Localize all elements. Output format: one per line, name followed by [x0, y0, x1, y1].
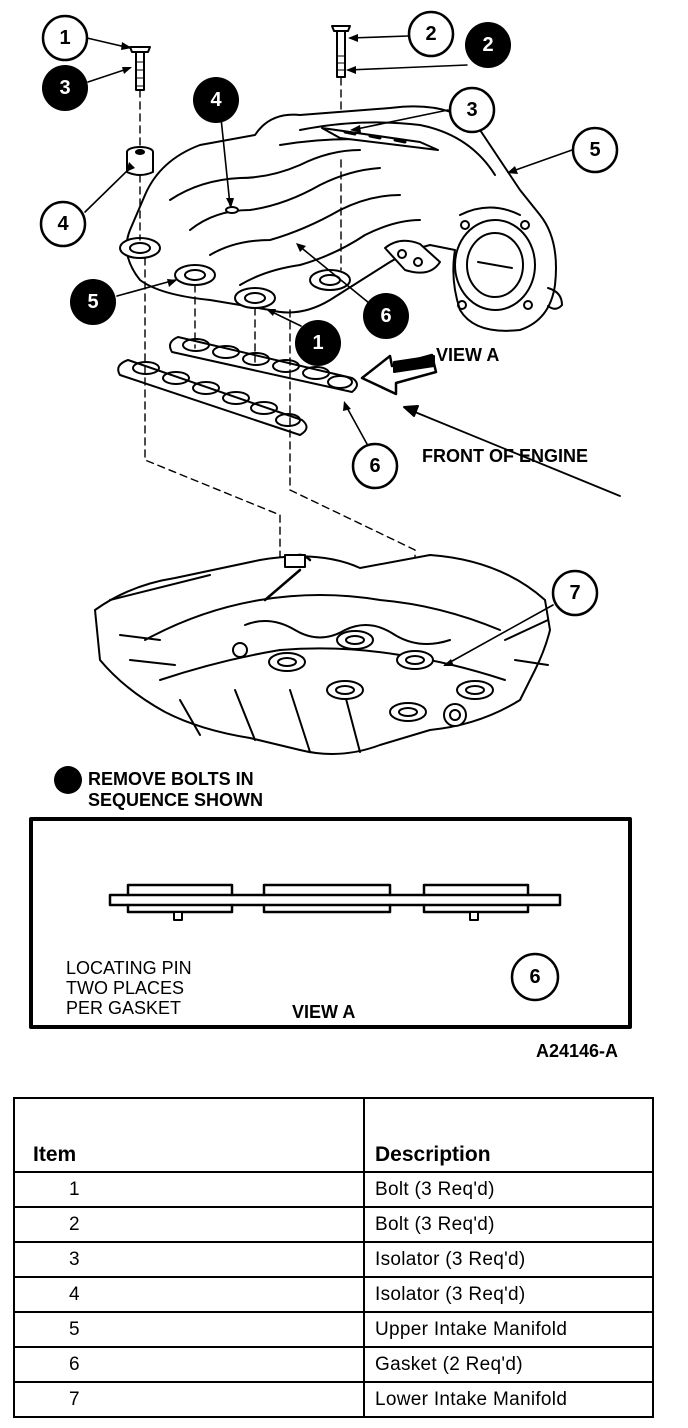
- table-row: 2 Bolt (3 Req'd): [13, 1206, 654, 1243]
- inset-view-a-label: VIEW A: [292, 1002, 355, 1022]
- row-description: Bolt (3 Req'd): [363, 1171, 654, 1208]
- row-item: 1: [13, 1171, 365, 1208]
- callout-2: 2: [425, 23, 436, 45]
- callout-filled-5: 5: [87, 291, 98, 313]
- exploded-view-diagram: 1 2 3 5 4 6 7 6 3 2 4 5 6 1 VIEW A FRONT…: [29, 10, 632, 1060]
- row-item: 6: [13, 1346, 365, 1383]
- table-row: 1 Bolt (3 Req'd): [13, 1171, 654, 1208]
- upper-intake-manifold: [119, 105, 563, 332]
- row-item: 2: [13, 1206, 365, 1243]
- filled-callouts: [42, 22, 511, 794]
- callout-filled-4: 4: [210, 89, 222, 111]
- callout-filled-1: 1: [312, 332, 323, 354]
- table-row: 5 Upper Intake Manifold: [13, 1311, 654, 1348]
- header-item: Item: [13, 1097, 365, 1173]
- open-callouts: [39, 10, 619, 1002]
- row-description: Isolator (3 Req'd): [363, 1276, 654, 1313]
- isolator-left: [126, 146, 154, 176]
- row-item: 3: [13, 1241, 365, 1278]
- callout-3: 3: [466, 99, 477, 121]
- callout-filled-2: 2: [482, 34, 493, 56]
- front-of-engine-arrow: [403, 405, 621, 497]
- table-row: 6 Gasket (2 Req'd): [13, 1346, 654, 1383]
- gasket-lower: [117, 359, 308, 436]
- view-a-label: VIEW A: [436, 345, 499, 365]
- legend-line-1: REMOVE BOLTS IN: [88, 769, 254, 789]
- locating-pin-line-1: LOCATING PIN: [66, 958, 192, 978]
- table-row: 7 Lower Intake Manifold: [13, 1381, 654, 1418]
- row-item: 7: [13, 1381, 365, 1418]
- table-row: 4 Isolator (3 Req'd): [13, 1276, 654, 1313]
- callout-7: 7: [569, 582, 580, 604]
- callout-6: 6: [369, 455, 380, 477]
- callout-filled-3: 3: [59, 77, 70, 99]
- locating-pin-line-2: TWO PLACES: [66, 978, 184, 998]
- callout-5: 5: [589, 139, 600, 161]
- callout-1: 1: [59, 27, 70, 49]
- row-description: Bolt (3 Req'd): [363, 1206, 654, 1243]
- row-item: 4: [13, 1276, 365, 1313]
- parts-table: Item Description 1 Bolt (3 Req'd) 2 Bolt…: [13, 1097, 654, 1418]
- bolt-left: [129, 46, 151, 91]
- row-description: Upper Intake Manifold: [363, 1311, 654, 1348]
- row-description: Isolator (3 Req'd): [363, 1241, 654, 1278]
- header-description: Description: [363, 1097, 654, 1173]
- row-description: Lower Intake Manifold: [363, 1381, 654, 1418]
- view-a-arrow: [360, 353, 438, 396]
- callout-6-inset: 6: [529, 966, 540, 988]
- gasket-upper: [169, 336, 358, 393]
- front-of-engine-label: FRONT OF ENGINE: [422, 446, 588, 466]
- legend-line-2: SEQUENCE SHOWN: [88, 790, 263, 810]
- row-description: Gasket (2 Req'd): [363, 1346, 654, 1383]
- table-header-row: Item Description: [13, 1097, 654, 1173]
- callout-4: 4: [57, 213, 69, 235]
- table-row: 3 Isolator (3 Req'd): [13, 1241, 654, 1278]
- bolt-right: [331, 25, 351, 78]
- leader-lines: [84, 35, 573, 961]
- locating-pin-line-3: PER GASKET: [66, 998, 181, 1018]
- lower-intake-manifold: [94, 553, 551, 755]
- row-item: 5: [13, 1311, 365, 1348]
- figure-id: A24146-A: [536, 1041, 618, 1060]
- callout-filled-6: 6: [380, 305, 391, 327]
